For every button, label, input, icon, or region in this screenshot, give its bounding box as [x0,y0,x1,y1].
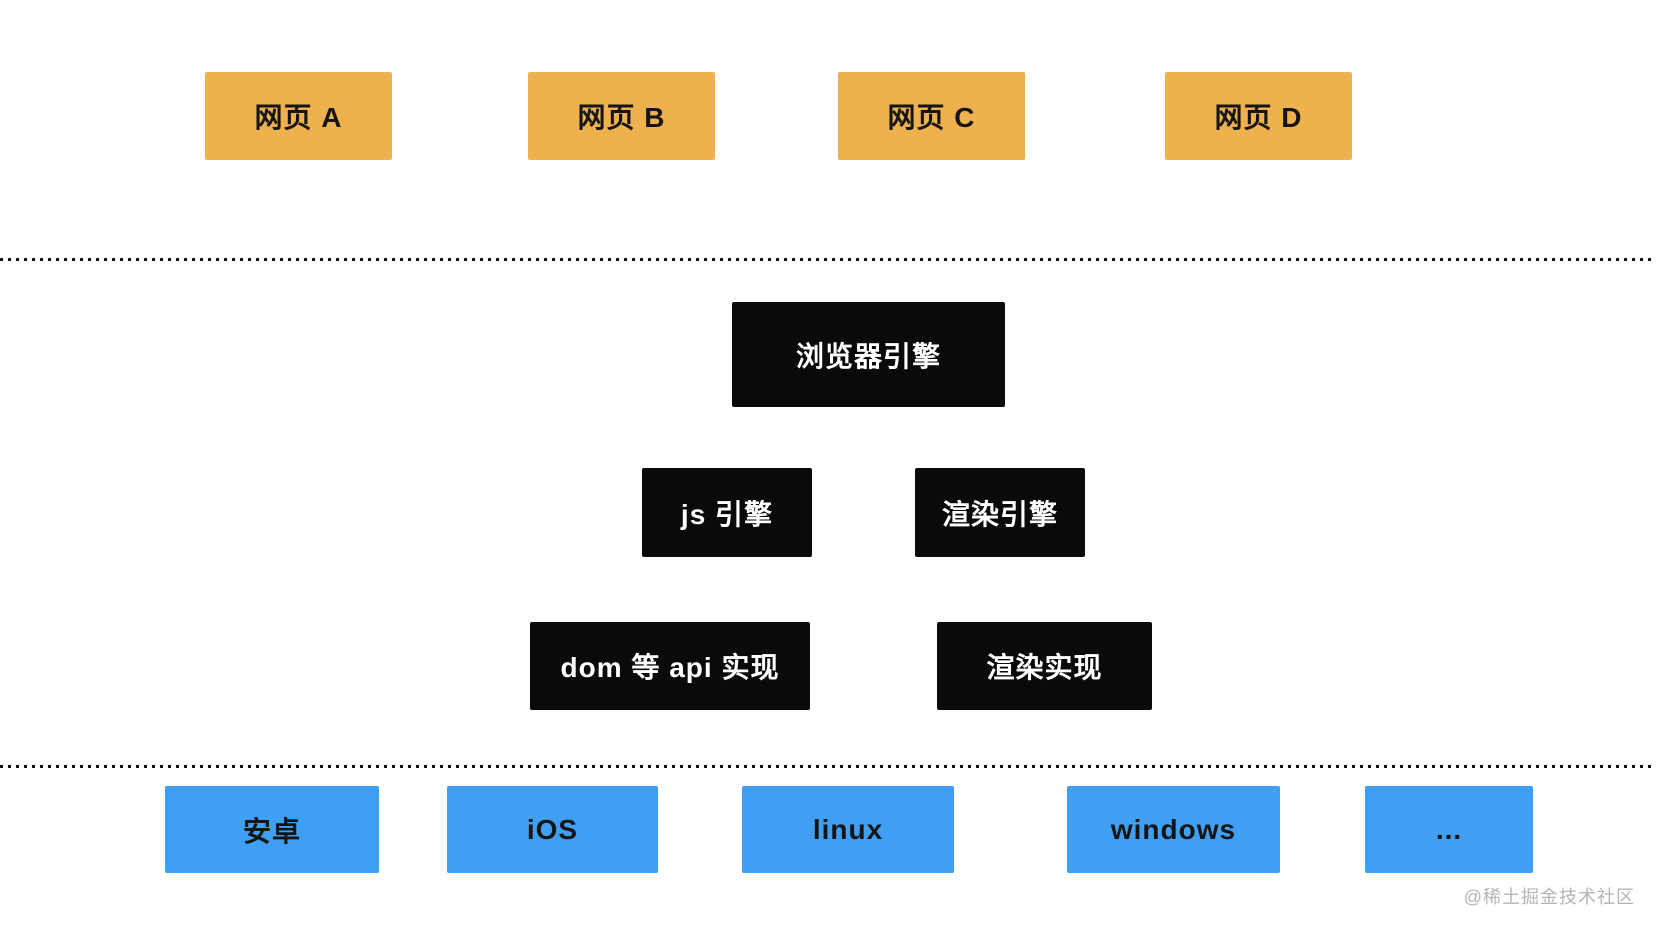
node-browser-engine-label: 浏览器引擎 [795,340,941,372]
node-webpage-d-label: 网页 D [1214,102,1303,133]
node-dom-api-impl: dom 等 api 实现 [530,622,810,710]
node-webpage-d: 网页 D [1165,72,1352,160]
node-webpage-b-label: 网页 B [577,102,666,133]
node-platform-ios-label: iOS [526,813,579,845]
node-render-impl-label: 渲染实现 [986,652,1103,683]
node-platform-linux-label: linux [812,813,884,845]
node-webpage-c: 网页 C [838,72,1025,160]
node-platform-android: 安卓 [165,786,379,873]
node-dom-api-impl-label: dom 等 api 实现 [560,652,780,683]
node-js-engine: js 引擎 [642,468,812,557]
node-platform-windows-label: windows [1110,813,1237,845]
node-webpage-a: 网页 A [205,72,392,160]
node-platform-more-label: ... [1435,813,1463,845]
node-render-impl: 渲染实现 [937,622,1152,710]
separator-dotted-bottom [0,765,1656,768]
watermark-text: @稀土掘金技术社区 [1463,887,1635,907]
node-webpage-c-label: 网页 C [887,102,976,133]
node-webpage-a-label: 网页 A [254,102,343,133]
node-platform-android-label: 安卓 [242,815,301,847]
node-platform-linux: linux [742,786,954,873]
node-render-engine: 渲染引擎 [915,468,1085,557]
node-webpage-b: 网页 B [528,72,715,160]
node-platform-more: ... [1365,786,1533,873]
node-browser-engine: 浏览器引擎 [732,302,1005,407]
node-platform-ios: iOS [447,786,658,873]
node-js-engine-label: js 引擎 [680,498,774,530]
separator-dotted-top [0,258,1656,261]
node-render-engine-label: 渲染引擎 [941,498,1058,530]
node-platform-windows: windows [1067,786,1280,873]
